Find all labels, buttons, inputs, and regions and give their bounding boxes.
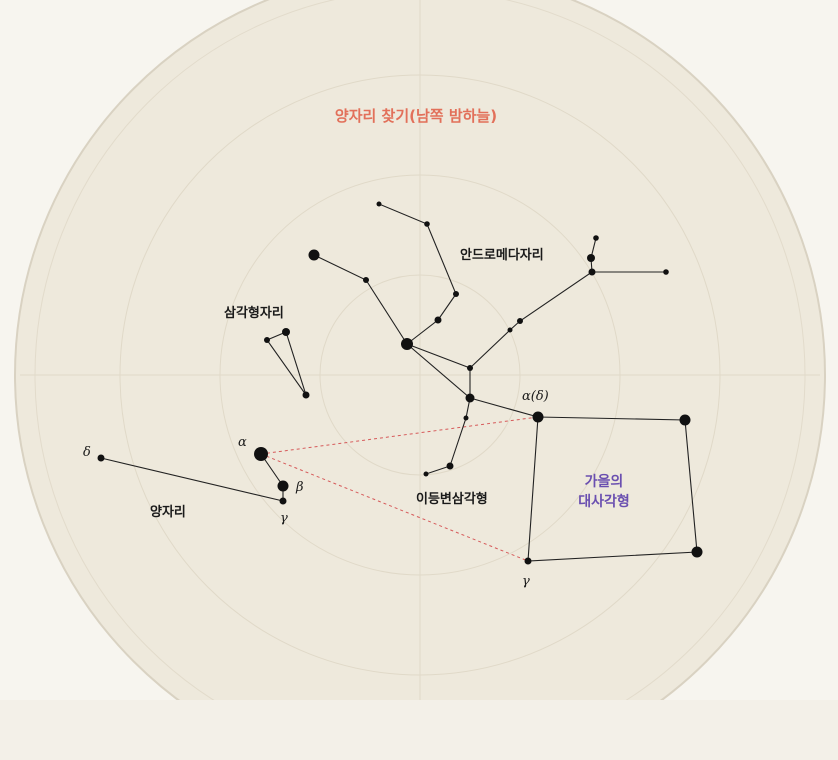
star-triangulum [282,328,290,336]
star-andromeda [453,291,459,297]
label-square-alpha-delta: α(δ) [522,389,549,404]
label-aries-beta: β [295,480,304,495]
andromeda-lines-d [406,343,471,399]
label-aries-gamma: γ [280,511,288,526]
andromeda-lines-h [425,397,471,475]
star-aries-beta [277,480,289,492]
star-triangulum [302,391,310,399]
label-andromeda: 안드로메다자리 [460,247,544,263]
guide-lines [260,416,539,562]
label-square-gamma: γ [522,574,530,589]
star-aries-gamma [279,497,287,505]
triangulum-lines [266,331,307,396]
star-andromeda [401,338,413,350]
star-andromeda [467,365,473,371]
aries-lines-a [100,457,284,502]
star-andromeda [465,393,475,403]
star-square-gamma [524,557,532,565]
star-square [679,414,691,426]
bottom-fade [0,700,838,760]
andromeda-lines-g [469,397,539,418]
stars [97,201,703,565]
star-andromeda [363,277,369,283]
label-aries: 양자리 [150,504,186,520]
star-isosceles [463,415,469,421]
star-square-alpha [532,411,544,423]
star-triangulum [264,337,270,343]
label-great-square-line1: 가을의 [585,473,624,490]
star-isosceles [423,471,429,477]
label-triangulum: 삼각형자리 [224,305,284,321]
label-great-square-line2: 대사각형 [578,493,630,510]
guide-line-to-square-alpha [260,416,539,455]
label-aries-delta: δ [83,445,91,460]
star-andromeda [434,316,442,324]
chart-title: 양자리 찾기(남쪽 밤하늘) [335,107,497,125]
star-andromeda [663,269,669,275]
star-andromeda [588,268,596,276]
star-andromeda [517,318,523,324]
label-aries-alpha: α [238,435,247,450]
star-square [691,546,703,558]
star-isosceles [446,462,454,470]
constellation-lines [100,203,698,562]
star-andromeda [376,201,382,207]
star-aries-alpha [254,447,268,461]
star-andromeda [593,235,599,241]
star-andromeda [507,327,513,333]
label-isosceles-triangle: 이등변삼각형 [416,491,488,507]
star-andromeda [424,221,430,227]
star-aries-delta [97,454,105,462]
faint-grid [20,0,820,760]
star-andromeda [308,249,320,261]
star-andromeda [587,254,595,262]
